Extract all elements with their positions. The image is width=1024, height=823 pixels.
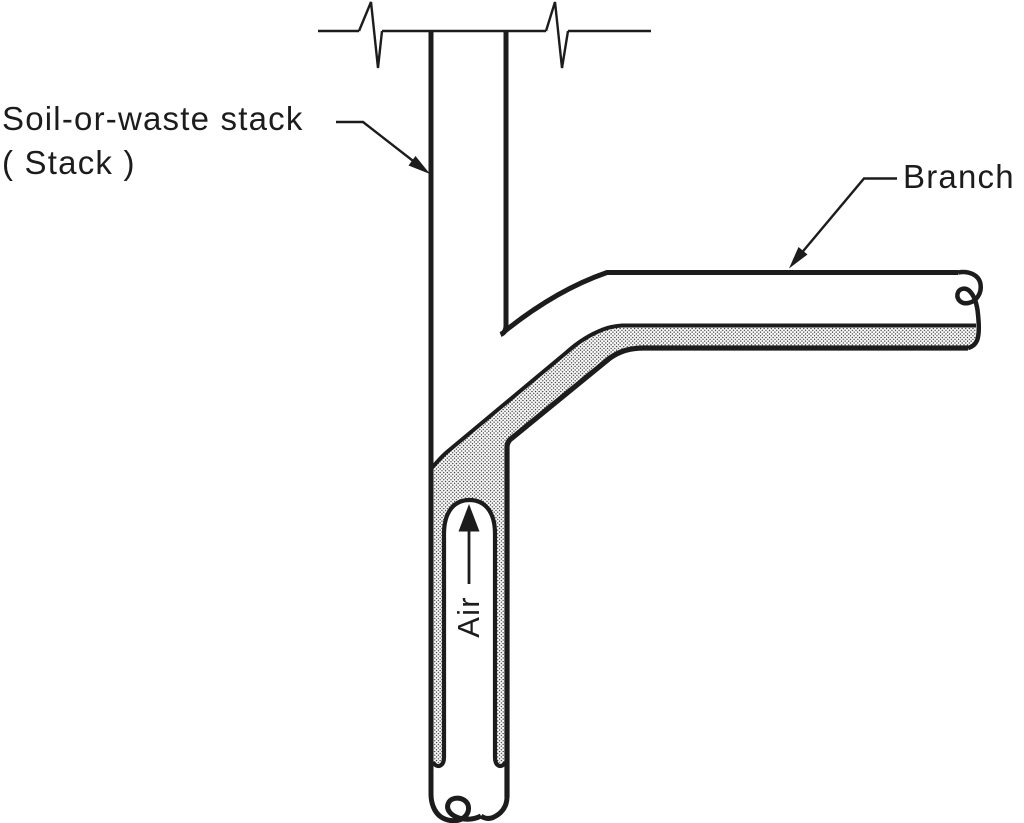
stack-leader <box>336 120 430 174</box>
water-surface-line <box>429 323 976 471</box>
branch-leader-line <box>793 177 897 263</box>
branch-leader-arrowhead <box>789 247 808 269</box>
stack-leader-arrowhead <box>408 156 430 174</box>
bottom-break-left-curl <box>428 793 483 823</box>
air-arrow-head <box>458 504 480 532</box>
air-core-boundary-dome-and-films <box>431 497 508 769</box>
branch-leader <box>789 177 897 269</box>
break-zigzag-left <box>357 1 384 69</box>
branch-top-wall <box>503 270 958 333</box>
waste-water-stipple-region <box>431 325 976 764</box>
break-zigzag-right <box>544 1 570 69</box>
stack-leader-line <box>336 120 427 172</box>
branch-end-break-curl <box>955 269 983 351</box>
branch-bottom-wall-and-stack-right-wall-lower <box>504 345 968 797</box>
air-label: Air <box>451 596 486 638</box>
stack-label-line1: Soil-or-waste stack <box>2 100 304 137</box>
branch-label: Branch <box>903 158 1015 195</box>
stack-label-line2: ( Stack ) <box>2 144 136 181</box>
stack-right-wall-upper <box>499 31 509 337</box>
air-flow-arrow <box>458 504 480 584</box>
bottom-break-right-curl <box>479 796 510 821</box>
upper-break-line <box>318 1 651 69</box>
bottom-break-symbol <box>428 793 510 823</box>
